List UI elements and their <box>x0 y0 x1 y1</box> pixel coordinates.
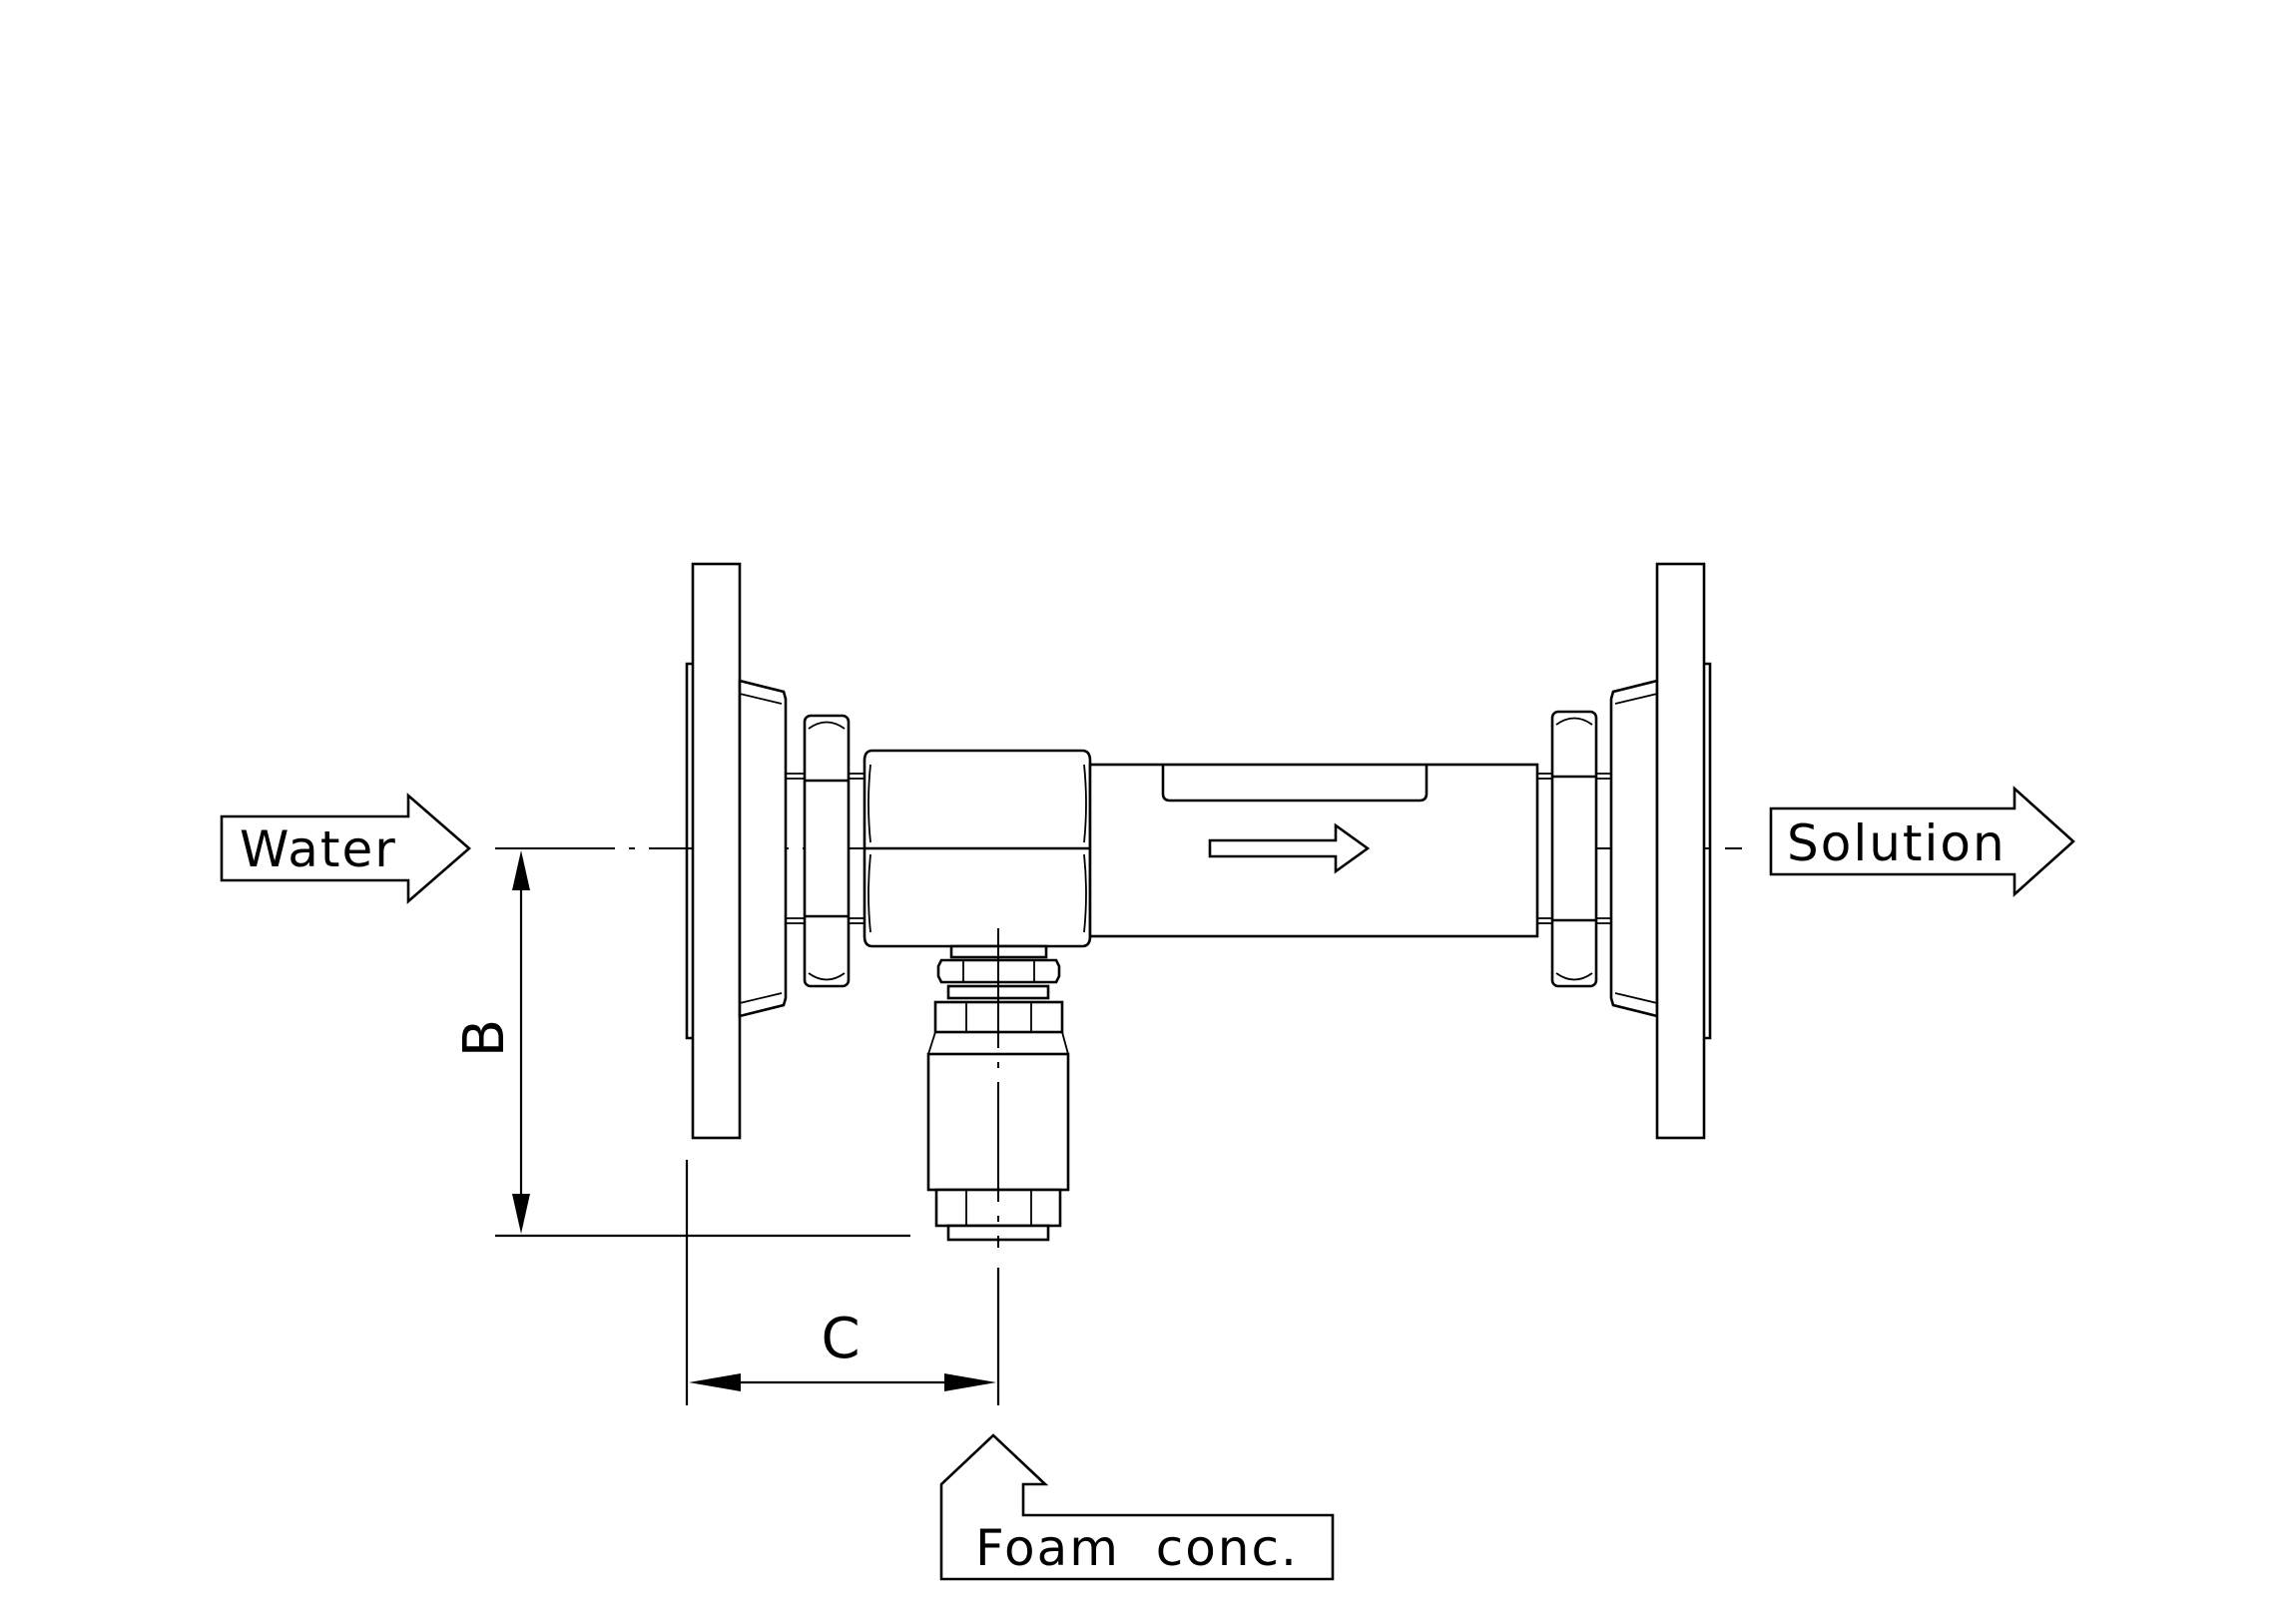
dimension-b <box>495 850 910 1238</box>
solution-label: Solution <box>1787 814 2007 872</box>
foam-concentrate-arrow <box>939 1433 1335 1581</box>
tee-body <box>862 749 1092 948</box>
foam-label: Foam conc. <box>975 1519 1299 1577</box>
water-inlet-arrow <box>220 793 471 904</box>
solution-outlet-arrow <box>1769 786 2075 897</box>
dimension-b-label: B <box>452 1019 517 1057</box>
dimension-c <box>685 1160 1000 1405</box>
sight-tube <box>1088 763 1539 938</box>
dimension-c-label: C <box>821 1307 860 1371</box>
right-flange <box>1609 562 1712 1140</box>
left-flange <box>685 562 788 1140</box>
left-hex-nut <box>786 714 864 988</box>
right-hex-nut <box>1537 710 1613 988</box>
water-label: Water <box>240 820 397 878</box>
